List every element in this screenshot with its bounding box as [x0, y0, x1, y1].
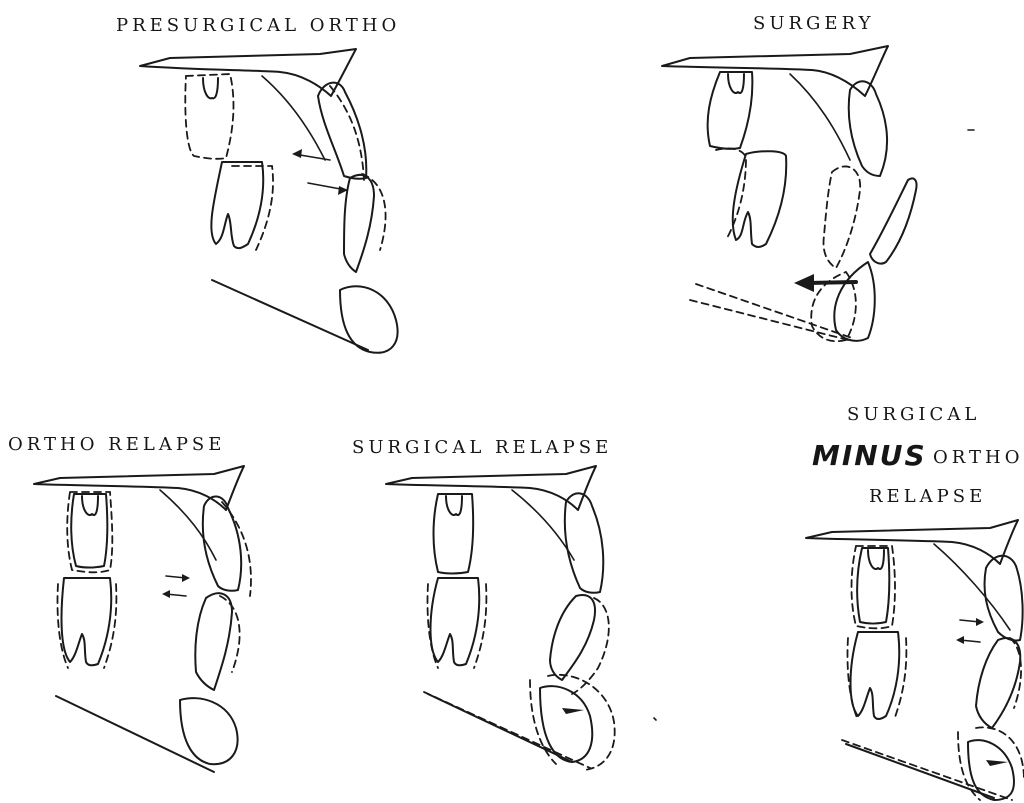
lower-incisor [195, 593, 232, 690]
lower-molar [211, 162, 263, 248]
upper-molar [71, 494, 107, 568]
lower-molar-dashed [716, 148, 746, 240]
maxilla-outline [662, 46, 888, 96]
mandibular-plane-dashed [842, 740, 1012, 800]
upper-incisor [318, 83, 366, 179]
upper-incisor [849, 81, 887, 176]
arrow-ortho-1-head [182, 574, 190, 582]
maxilla-curve [262, 76, 325, 160]
mandibular-plane [56, 696, 214, 772]
lower-incisor [344, 175, 374, 272]
arrow-1-head [976, 618, 984, 626]
chin [180, 698, 238, 764]
panel-surgical-relapse [386, 466, 656, 770]
maxilla-outline [34, 466, 244, 510]
upper-molar-notch [203, 78, 218, 98]
arrow-surgery [808, 282, 856, 283]
upper-molar [434, 494, 474, 574]
mandibular-plane [428, 694, 572, 762]
upper-incisor [565, 493, 604, 592]
lower-incisor-solid [870, 178, 917, 263]
maxilla-outline [140, 49, 356, 96]
upper-molar-notch [82, 496, 98, 515]
maxilla-outline [386, 466, 596, 510]
panel-surgical-minus-ortho-relapse [806, 520, 1024, 800]
arrow-retract-head [292, 149, 302, 158]
lower-molar [431, 578, 480, 665]
lower-incisor [550, 595, 595, 680]
panel-ortho-relapse [34, 466, 251, 772]
upper-molar-notch [728, 74, 744, 93]
upper-molar-dashed [185, 74, 233, 159]
arrow-2-head [956, 636, 964, 644]
mandibular-plane-dashed-2 [696, 284, 852, 338]
arrow-ortho-2-head [162, 590, 170, 598]
mandibular-plane [212, 280, 368, 350]
lower-molar-dashed-2 [104, 584, 116, 668]
lower-incisor-dashed [362, 174, 386, 250]
lower-incisor-dashed [572, 598, 609, 694]
lower-incisor-dashed [824, 166, 861, 268]
arrow-surgery-head [794, 274, 814, 292]
upper-incisor-dashed [330, 86, 364, 180]
maxilla-outline [806, 520, 1018, 564]
upper-molar-notch [868, 550, 884, 569]
panel-presurgical-ortho [140, 49, 398, 353]
upper-incisor [985, 556, 1023, 641]
chin-dashed [976, 727, 1024, 780]
chin [340, 286, 398, 353]
panel-surgery [662, 46, 974, 341]
maxilla-curve [790, 74, 850, 160]
relapse-arrowhead [986, 760, 1008, 766]
upper-incisor [203, 496, 241, 590]
upper-molar-notch [446, 496, 462, 515]
lower-incisor [976, 638, 1020, 728]
lower-molar [62, 578, 112, 665]
lower-molar [851, 632, 900, 719]
mandibular-plane-dashed [690, 300, 848, 340]
lower-molar-dashed [232, 166, 273, 250]
upper-incisor-dashed [222, 502, 251, 596]
stray-mark [654, 718, 656, 720]
relapse-arrowhead [562, 708, 584, 714]
